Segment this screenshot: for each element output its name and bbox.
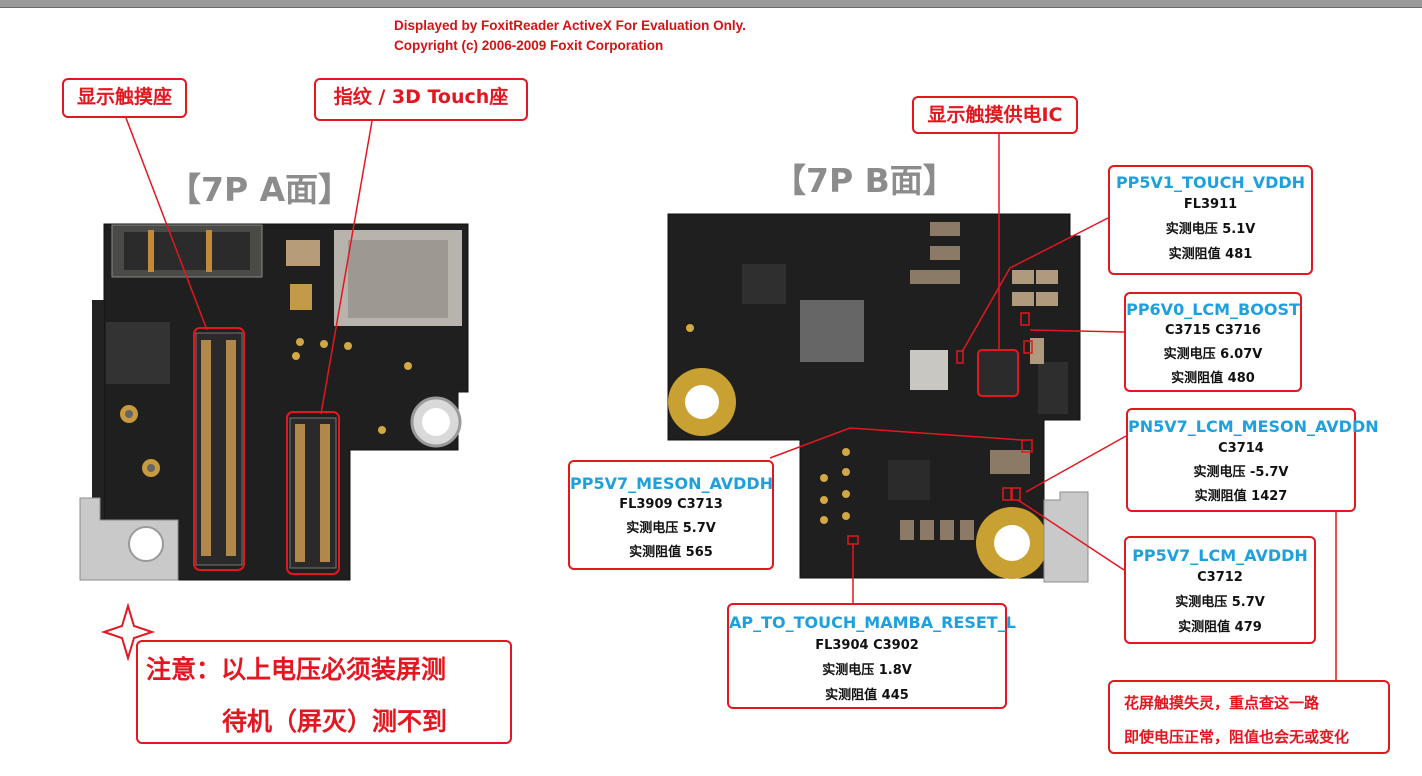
- callout-pp5v7-lcm-parts: C3712: [1197, 570, 1243, 585]
- label-fingerprint-socket: 指纹 / 3D Touch座: [314, 78, 528, 121]
- callout-pp5v7-lcm-voltage: 实测电压 5.7V: [1175, 595, 1265, 610]
- callout-pp5v7-meson-resistance: 实测阻值 565: [629, 545, 713, 560]
- callout-pp5v7-meson-parts: FL3909 C3713: [619, 497, 723, 512]
- b-side-board: [667, 213, 1089, 583]
- watermark-line-2: Copyright (c) 2006-2009 Foxit Corporatio…: [394, 38, 664, 53]
- callout-pp5v7-meson-voltage: 实测电压 5.7V: [626, 521, 716, 536]
- a-side-title: 【7P A面】: [168, 170, 352, 209]
- star-icon: [100, 602, 156, 662]
- label-display-touch-socket-text: 显示触摸座: [76, 86, 172, 108]
- callout-pp5v7-lcm-resistance: 实测阻值 479: [1178, 620, 1262, 635]
- callout-reset-resistance: 实测阻值 445: [825, 688, 909, 703]
- callout-pp5v7-lcm-net: PP5V7_LCM_AVDDH: [1132, 546, 1308, 565]
- tip-note: 花屏触摸失灵，重点查这一路 即使电压正常，阻值也会无或变化: [1108, 680, 1390, 754]
- power-ic-highlight: [977, 349, 1019, 397]
- callout-pn5v7: PN5V7_LCM_MESON_AVDDN C3714 实测电压 -5.7V 实…: [1126, 408, 1379, 512]
- callout-pp6v0-parts: C3715 C3716: [1165, 323, 1261, 338]
- callout-reset-net: AP_TO_TOUCH_MAMBA_RESET_L: [729, 613, 1016, 632]
- warning-note-line-2: 待机（屏灭）测不到: [222, 707, 448, 736]
- callout-reset: AP_TO_TOUCH_MAMBA_RESET_L FL3904 C3902 实…: [727, 603, 1016, 709]
- window-top-bar: [0, 0, 1422, 8]
- warning-note-line-1: 注意：以上电压必须装屏测: [146, 655, 447, 684]
- warning-note: 注意：以上电压必须装屏测 待机（屏灭）测不到: [136, 640, 512, 744]
- tip-note-line-1: 花屏触摸失灵，重点查这一路: [1124, 694, 1320, 712]
- label-display-touch-socket: 显示触摸座: [62, 78, 187, 118]
- callout-pn5v7-parts: C3714: [1218, 441, 1264, 456]
- callout-pp5v7-meson: PP5V7_MESON_AVDDH FL3909 C3713 实测电压 5.7V…: [568, 460, 774, 570]
- a-side-board: [79, 223, 469, 581]
- callout-pp5v7-lcm: PP5V7_LCM_AVDDH C3712 实测电压 5.7V 实测阻值 479: [1124, 536, 1316, 644]
- callout-pp6v0-net: PP6V0_LCM_BOOST: [1126, 300, 1300, 319]
- callout-pp5v1-net: PP5V1_TOUCH_VDDH: [1115, 173, 1306, 192]
- display-socket-highlight: [193, 327, 245, 571]
- label-power-ic: 显示触摸供电IC: [912, 96, 1078, 134]
- callout-reset-parts: FL3904 C3902: [815, 638, 919, 653]
- b-side-title: 【7P B面】: [773, 161, 956, 200]
- fingerprint-socket-highlight: [286, 411, 340, 575]
- callout-pp6v0: PP6V0_LCM_BOOST C3715 C3716 实测电压 6.07V 实…: [1124, 292, 1302, 392]
- callout-pn5v7-net: PN5V7_LCM_MESON_AVDDN: [1128, 417, 1379, 436]
- callout-pn5v7-resistance: 实测阻值 1427: [1194, 489, 1288, 504]
- callout-reset-voltage: 实测电压 1.8V: [822, 663, 912, 678]
- evaluation-watermark: Displayed by FoxitReader ActiveX For Eva…: [394, 16, 746, 56]
- tip-note-line-2: 即使电压正常，阻值也会无或变化: [1124, 728, 1350, 746]
- callout-pp5v1-resistance: 实测阻值 481: [1168, 247, 1253, 262]
- callout-pp5v7-meson-net: PP5V7_MESON_AVDDH: [570, 474, 774, 493]
- label-fingerprint-socket-text: 指纹 / 3D Touch座: [333, 86, 509, 108]
- callout-pp6v0-resistance: 实测阻值 480: [1171, 371, 1255, 386]
- watermark-line-1: Displayed by FoxitReader ActiveX For Eva…: [394, 18, 746, 33]
- callout-pp5v1-voltage: 实测电压 5.1V: [1165, 222, 1256, 237]
- callout-pp5v1-parts: FL3911: [1183, 197, 1238, 212]
- callout-pp6v0-voltage: 实测电压 6.07V: [1163, 347, 1263, 362]
- label-power-ic-text: 显示触摸供电IC: [927, 104, 1063, 126]
- callout-pn5v7-voltage: 实测电压 -5.7V: [1193, 465, 1289, 480]
- callout-pp5v1: PP5V1_TOUCH_VDDH FL3911 实测电压 5.1V 实测阻值 4…: [1108, 165, 1313, 275]
